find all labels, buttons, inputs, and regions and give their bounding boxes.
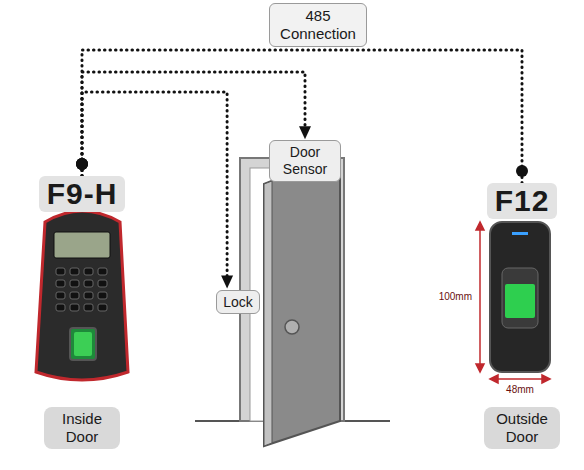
lcd-screen (54, 232, 110, 258)
location-box: Inside Door (44, 407, 120, 449)
status-led (512, 232, 528, 235)
dimension-label: 100mm (439, 291, 472, 302)
dimension-label: 48mm (506, 384, 534, 395)
part-label-box: Lock (216, 290, 260, 315)
dotted-connector (76, 50, 528, 183)
part-label-box: Door Sensor (269, 140, 341, 182)
node-text: Lock (223, 294, 253, 311)
device-name-box: F12 (487, 183, 558, 219)
dimension-lines (476, 222, 550, 383)
fingerprint-glass (74, 332, 92, 356)
door-panel (264, 154, 340, 446)
node-text: Outside Door (490, 410, 554, 446)
f12-device (490, 222, 550, 372)
node-text: Door Sensor (276, 144, 334, 178)
door-knob (285, 320, 299, 334)
f9h-device (36, 211, 128, 380)
door-edge (264, 181, 272, 446)
device-name-box: F9-H (39, 176, 126, 212)
node-text: 485 Connection (276, 7, 360, 43)
fingerprint-glass (505, 284, 535, 318)
node-text: Inside Door (50, 410, 114, 446)
keypad (56, 268, 107, 311)
node-text: F9-H (47, 176, 118, 212)
finger-guide (502, 268, 538, 328)
connection-label-box: 485 Connection (269, 3, 367, 47)
fingerprint-sensor (70, 328, 96, 360)
node-text: F12 (495, 183, 550, 219)
location-box: Outside Door (484, 407, 560, 449)
